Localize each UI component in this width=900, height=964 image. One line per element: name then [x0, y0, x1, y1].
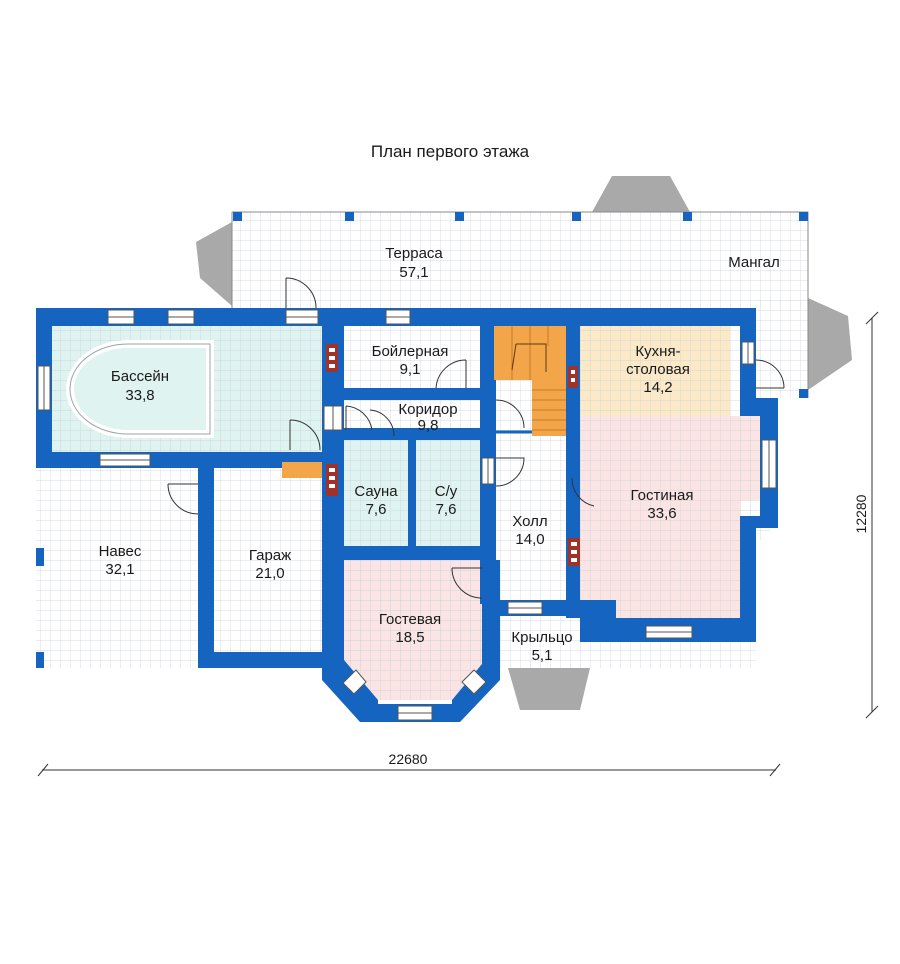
garage-area: 21,0	[255, 565, 284, 582]
wc-name: С/у	[435, 483, 458, 500]
living-area: 33,6	[647, 505, 676, 522]
terrace	[196, 176, 852, 398]
hall-area: 14,0	[515, 531, 544, 548]
boiler-name: Бойлерная	[372, 343, 449, 360]
grill-name: Мангал	[728, 254, 780, 271]
kitchen-name-2: столовая	[626, 361, 690, 378]
windows	[37, 309, 777, 721]
canopy-name: Навес	[99, 543, 142, 560]
porch-area: 5,1	[532, 647, 553, 664]
canopy-area: 32,1	[105, 561, 134, 578]
terrace-cap-top	[592, 176, 690, 212]
corridor-name: Коридор	[398, 401, 457, 418]
garage-name: Гараж	[249, 547, 291, 564]
porch-name: Крыльцо	[511, 629, 572, 646]
wc-area: 7,6	[436, 501, 457, 518]
plan-title: План первого этажа	[371, 142, 530, 161]
staircase	[282, 326, 566, 478]
boiler-area: 9,1	[400, 361, 421, 378]
living-name: Гостиная	[631, 487, 694, 504]
guest-name: Гостевая	[379, 611, 441, 628]
kitchen-name-1: Кухня-	[635, 343, 680, 360]
kitchen-area: 14,2	[643, 379, 672, 396]
small-step	[282, 462, 322, 478]
corridor-area: 9,8	[418, 417, 439, 434]
width-value: 22680	[389, 751, 428, 767]
room-labels: Терраса 57,1 Мангал Бассейн 33,8 Бойлерн…	[99, 245, 780, 664]
sauna-area: 7,6	[366, 501, 387, 518]
terrace-cap-right	[808, 298, 852, 390]
pool-basin	[66, 340, 214, 438]
house-floors	[36, 308, 770, 710]
terrace-cap-left	[196, 222, 232, 306]
porch-steps	[508, 668, 590, 710]
terrace-name: Терраса	[385, 245, 443, 262]
dimension-width: 22680	[37, 751, 781, 777]
depth-value: 12280	[853, 494, 869, 533]
pool-area: 33,8	[125, 387, 154, 404]
hall-name: Холл	[512, 513, 547, 530]
dimension-depth: 12280	[853, 311, 879, 719]
doors	[167, 277, 785, 599]
pool-name: Бассейн	[111, 368, 169, 385]
terrace-area: 57,1	[399, 264, 428, 281]
guest-area: 18,5	[395, 629, 424, 646]
sauna-name: Сауна	[354, 483, 398, 500]
